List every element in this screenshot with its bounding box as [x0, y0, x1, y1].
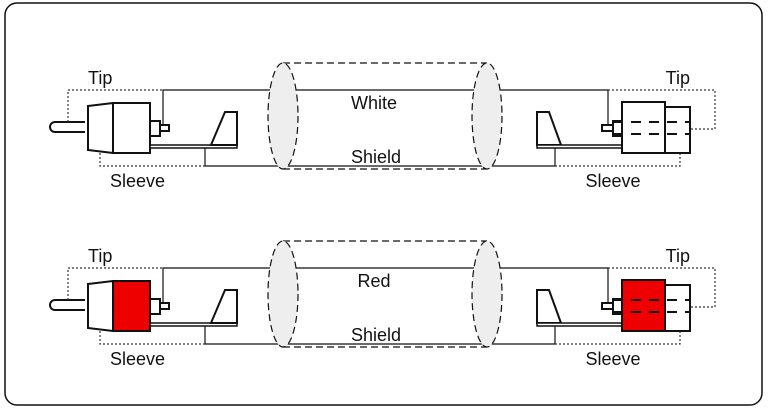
label-sleeve-right: Sleeve — [585, 349, 640, 369]
tip-path-right — [608, 89, 716, 130]
jack-front-right — [664, 284, 691, 332]
tip-solder-right — [601, 302, 614, 310]
label-tip-left: Tip — [88, 68, 112, 88]
tip-path-left — [67, 267, 163, 300]
sleeve-path-left — [99, 331, 205, 345]
jack-body-right — [621, 279, 666, 332]
tip-solder-left — [159, 124, 170, 132]
ground-strip-right — [536, 322, 623, 327]
label-shield: Shield — [351, 147, 401, 167]
label-conductor: Red — [357, 271, 390, 291]
sleeve-path-left — [99, 153, 205, 167]
label-tip-right: Tip — [666, 68, 690, 88]
jack-body-right — [621, 101, 666, 154]
sleeve-path-right — [555, 153, 681, 167]
label-shield: Shield — [351, 325, 401, 345]
plug-terminal-left — [149, 120, 161, 137]
plug-pin-left — [49, 121, 85, 133]
shield-ellipse-right — [471, 62, 503, 170]
strain-fin-left — [209, 289, 238, 324]
ground-strip-left — [149, 322, 238, 327]
tip-solder-left — [159, 302, 170, 310]
plug-body-left — [112, 280, 151, 332]
tip-path-right — [608, 267, 716, 308]
shield-wire — [204, 325, 556, 345]
jack-front-right — [664, 106, 691, 154]
plug-collar-left — [87, 101, 114, 155]
shield-ellipse-left — [267, 62, 299, 170]
label-sleeve-left: Sleeve — [110, 349, 165, 369]
shield-ellipse-right — [471, 240, 503, 348]
plug-pin-left — [49, 299, 85, 311]
shield-wire — [204, 147, 556, 167]
ground-strip-left — [149, 144, 238, 149]
plug-collar-left — [87, 279, 114, 333]
plug-body-left — [112, 102, 151, 154]
strain-fin-left — [209, 111, 238, 146]
label-sleeve-left: Sleeve — [110, 171, 165, 191]
ground-strip-right — [536, 144, 623, 149]
sleeve-path-right — [555, 331, 681, 345]
label-conductor: White — [351, 93, 397, 113]
label-tip-left: Tip — [88, 246, 112, 266]
label-sleeve-right: Sleeve — [585, 171, 640, 191]
conductor-wire — [162, 89, 609, 125]
tip-path-left — [67, 89, 163, 122]
tip-solder-right — [601, 124, 614, 132]
label-tip-right: Tip — [666, 246, 690, 266]
conductor-wire — [162, 267, 609, 303]
frame — [4, 2, 763, 406]
plug-terminal-left — [149, 298, 161, 315]
shield-ellipse-left — [267, 240, 299, 348]
